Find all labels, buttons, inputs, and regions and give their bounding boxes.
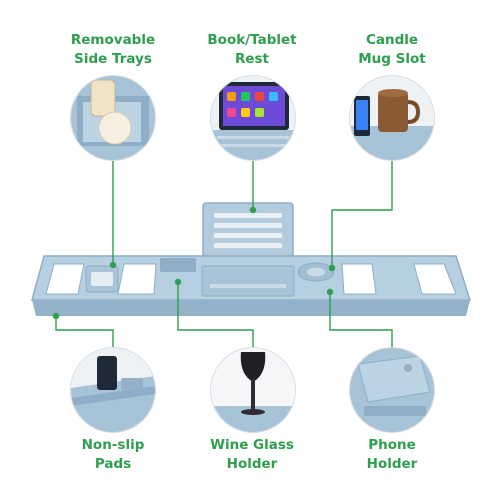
label-wine-glass-holder: Wine Glass Holder (210, 437, 294, 472)
marker-dot (174, 278, 182, 286)
tablet-icon (211, 76, 295, 160)
non-slip-pad-closeup (71, 348, 155, 432)
wine-glass-closeup (211, 348, 295, 432)
label-removable-side-trays: Removable Side Trays (70, 32, 156, 67)
marker-dot (249, 206, 257, 214)
candle-slot-closeup (350, 76, 434, 160)
marker-dot (109, 261, 117, 269)
pad-icon (71, 348, 155, 432)
marker-dot (326, 288, 334, 296)
label-book-tablet-rest: Book/Tablet Rest (207, 32, 297, 67)
tray-main-board (31, 255, 472, 316)
phone-slot-icon (350, 348, 434, 432)
phone-holder-closeup (350, 348, 434, 432)
mug-icon (350, 76, 434, 160)
label-phone-holder: Phone Holder (366, 437, 418, 472)
marker-dot (52, 312, 60, 320)
side-tray-closeup (71, 76, 155, 160)
wine-glass-icon (211, 348, 295, 432)
label-non-slip-pads: Non-slip Pads (81, 437, 145, 472)
tablet-rest-closeup (211, 76, 295, 160)
marker-dot (328, 264, 336, 272)
label-candle-mug-slot: Candle Mug Slot (358, 32, 426, 67)
soap-tray-icon (71, 76, 155, 160)
